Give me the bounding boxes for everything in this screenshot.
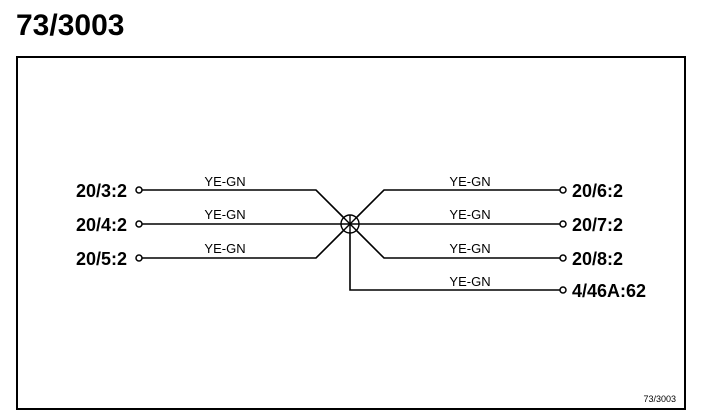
- terminal-connector-icon: [559, 220, 567, 228]
- wire-right-1: [355, 189, 560, 219]
- terminal-label-left-2: 20/4:2: [76, 215, 127, 235]
- wire-color-label-left-3: YE-GN: [204, 241, 245, 256]
- diagram-title: 73/3003: [16, 9, 125, 42]
- wire-color-label-right-4: YE-GN: [449, 274, 490, 289]
- wire-left-3: [142, 229, 345, 259]
- terminal-connector-icon: [135, 186, 143, 194]
- wire-right-4: [349, 233, 560, 291]
- splice-icon: [340, 214, 360, 234]
- terminal-label-left-3: 20/5:2: [76, 249, 127, 269]
- wire-color-label-left-1: YE-GN: [204, 174, 245, 189]
- wire-right-3: [355, 229, 560, 259]
- terminal-connector-icon: [559, 254, 567, 262]
- diagram-frame: [16, 56, 686, 410]
- wire-left-1: [142, 189, 345, 219]
- terminal-connector-icon: [559, 286, 567, 294]
- terminal-label-right-4: 4/46A:62: [572, 281, 646, 301]
- terminal-label-right-1: 20/6:2: [572, 181, 623, 201]
- terminal-label-left-1: 20/3:2: [76, 181, 127, 201]
- terminal-connector-icon: [559, 186, 567, 194]
- diagram-reference-number: 73/3003: [643, 394, 676, 404]
- terminal-label-right-2: 20/7:2: [572, 215, 623, 235]
- terminal-connector-icon: [135, 254, 143, 262]
- terminal-label-right-3: 20/8:2: [572, 249, 623, 269]
- wire-color-label-right-2: YE-GN: [449, 207, 490, 222]
- terminal-connector-icon: [135, 220, 143, 228]
- wire-color-label-right-3: YE-GN: [449, 241, 490, 256]
- wire-color-label-left-2: YE-GN: [204, 207, 245, 222]
- wire-color-label-right-1: YE-GN: [449, 174, 490, 189]
